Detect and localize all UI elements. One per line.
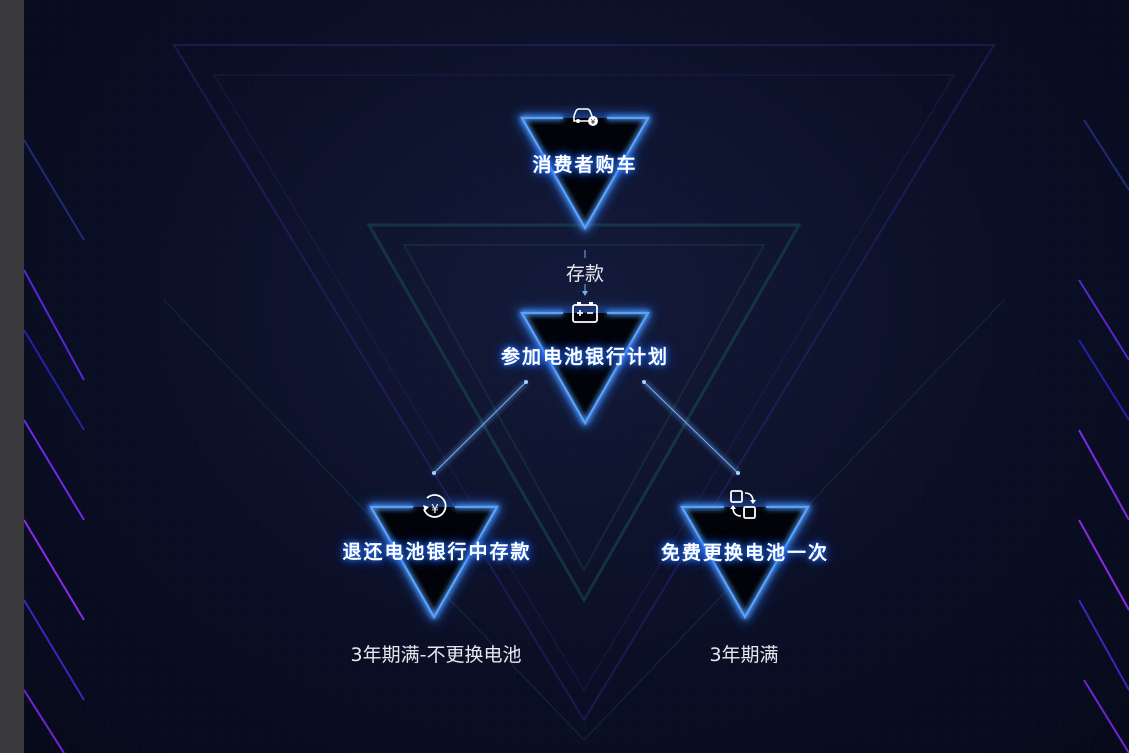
node-refund-triangle: [365, 504, 503, 624]
svg-text:¥: ¥: [591, 118, 596, 126]
swap-condition-label: 3年期满: [709, 644, 779, 666]
refund-condition-label: 3年期满-不更换电池: [350, 644, 522, 666]
connector-buy-join: [582, 250, 588, 296]
left-accent-lines: [24, 139, 85, 753]
node-buy-triangle: [516, 115, 654, 235]
deposit-edge-label: 存款: [565, 263, 605, 285]
svg-text:¥: ¥: [431, 502, 439, 516]
battery-icon: [572, 302, 598, 323]
yen-refund-icon: ¥: [423, 494, 447, 518]
node-refund-label: 退还电池银行中存款: [342, 541, 532, 563]
car-yen-icon: ¥: [573, 108, 598, 126]
background-decoration: ¥ ¥: [24, 0, 1129, 753]
node-buy-label: 消费者购车: [532, 154, 638, 176]
node-swap-label: 免费更换电池一次: [660, 542, 830, 564]
node-join-label: 参加电池银行计划: [500, 346, 670, 368]
swap-icon: [730, 490, 756, 519]
diagram-canvas: ¥ ¥: [24, 0, 1129, 753]
right-accent-lines: [1078, 119, 1129, 753]
node-join-triangle: [516, 310, 654, 430]
left-edge-strip: [0, 0, 24, 753]
connector-branches: [432, 380, 740, 475]
